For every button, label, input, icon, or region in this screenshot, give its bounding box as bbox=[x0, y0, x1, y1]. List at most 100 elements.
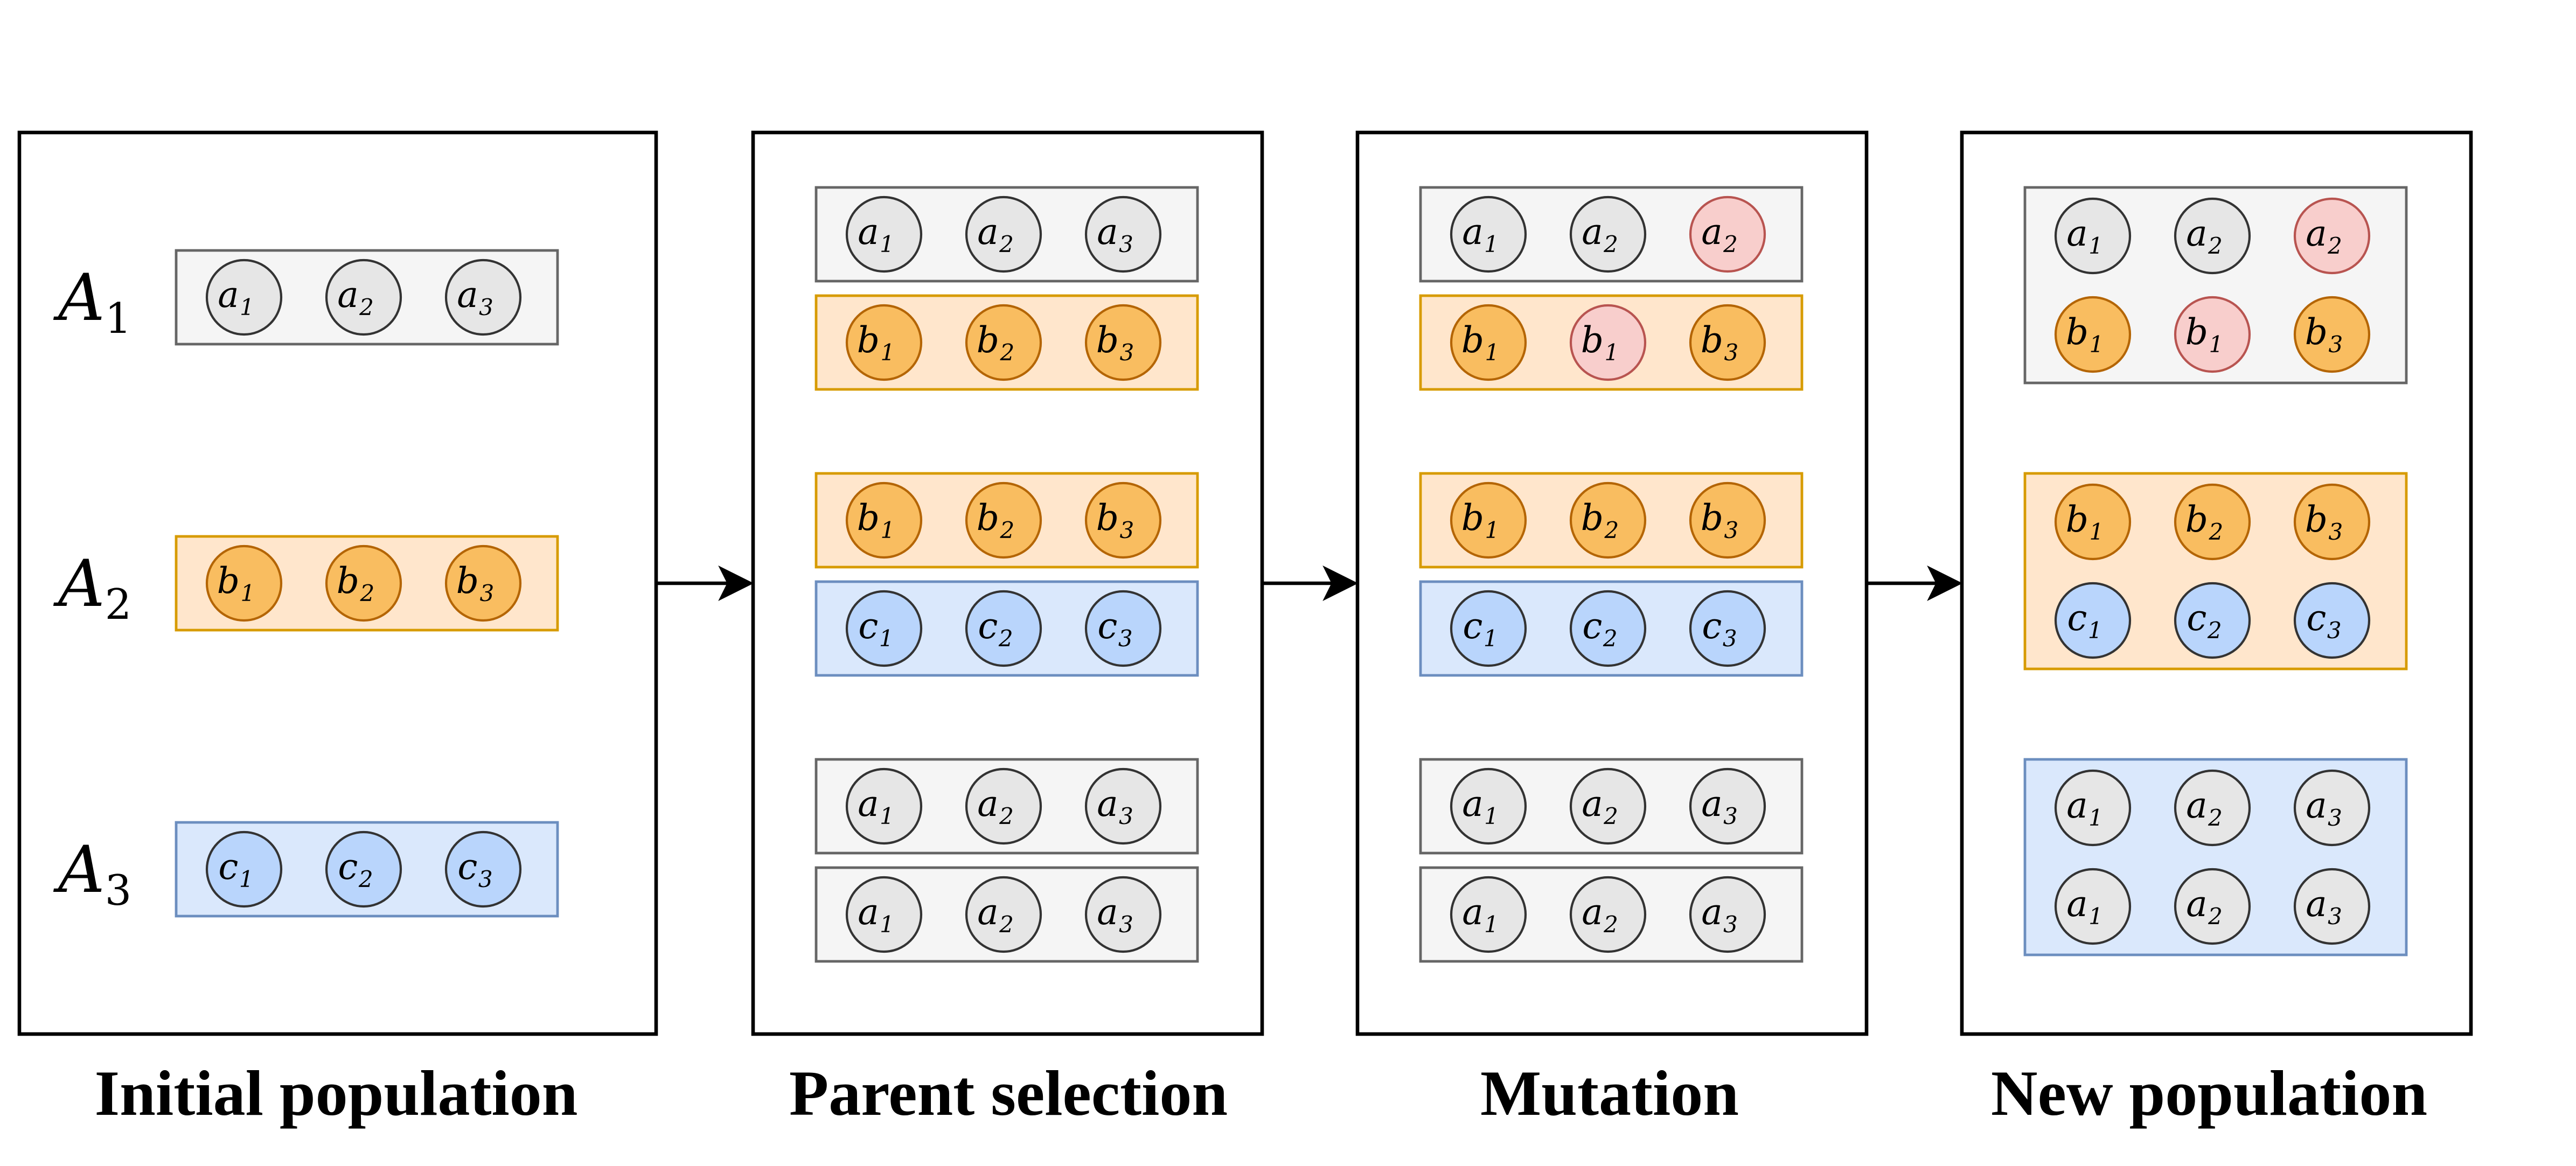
gene-subscript: 2 bbox=[1603, 911, 1618, 938]
gene-subscript: 3 bbox=[2328, 903, 2342, 930]
gene-subscript: 1 bbox=[241, 580, 255, 606]
gene-subscript: 3 bbox=[1120, 517, 1134, 543]
gene-label: c2 bbox=[2187, 597, 2222, 644]
gene-subscript: 1 bbox=[239, 866, 254, 892]
gene-circle bbox=[2054, 296, 2132, 373]
gene-circle bbox=[1689, 304, 1766, 381]
gene-label: b1 bbox=[1461, 319, 1499, 366]
gene-node: a1 bbox=[1450, 196, 1527, 273]
gene-node: a2 bbox=[1689, 196, 1766, 273]
gene-label: a1 bbox=[858, 211, 894, 257]
gene-node: a1 bbox=[845, 767, 923, 845]
gene-subscript: 2 bbox=[358, 866, 373, 892]
gene-circle bbox=[325, 259, 402, 336]
gene-circle bbox=[1689, 767, 1766, 845]
gene-subscript: 1 bbox=[880, 911, 894, 938]
gene-node: b3 bbox=[1084, 481, 1162, 559]
gene-subscript: 1 bbox=[1484, 231, 1499, 257]
gene-circle bbox=[2174, 582, 2251, 659]
gene-subscript: 1 bbox=[240, 294, 254, 320]
gene-circle bbox=[1450, 590, 1527, 667]
gene-node: c1 bbox=[1450, 590, 1527, 667]
gene-subscript: 2 bbox=[2207, 617, 2222, 644]
gene-node: a1 bbox=[1450, 876, 1527, 953]
gene-subscript: 3 bbox=[2329, 331, 2343, 358]
gene-label: b3 bbox=[1701, 497, 1738, 543]
gene-circle bbox=[1569, 876, 1647, 953]
panel-caption: Initial population bbox=[94, 1057, 577, 1129]
gene-subscript: 3 bbox=[1723, 625, 1737, 652]
gene-subscript: 2 bbox=[1603, 231, 1618, 257]
gene-node: a1 bbox=[2054, 197, 2132, 275]
gene-subscript: 1 bbox=[1605, 339, 1619, 366]
gene-label: b1 bbox=[857, 497, 895, 543]
gene-node: c3 bbox=[1689, 590, 1766, 667]
gene-circle bbox=[1084, 767, 1162, 845]
gene-circle bbox=[1450, 304, 1527, 381]
gene-label: a1 bbox=[218, 274, 254, 320]
gene-node: b1 bbox=[2054, 296, 2132, 373]
gene-node: a3 bbox=[1084, 767, 1162, 845]
gene-subscript: 3 bbox=[2328, 805, 2342, 831]
gene-circle bbox=[444, 259, 522, 336]
gene-node: a1 bbox=[205, 259, 283, 336]
gene-subscript: 3 bbox=[2327, 617, 2342, 644]
gene-circle bbox=[2054, 483, 2132, 561]
gene-subscript: 2 bbox=[1000, 517, 1015, 543]
gene-label: a2 bbox=[1582, 783, 1618, 829]
gene-subscript: 1 bbox=[2090, 519, 2104, 545]
individual-label-subscript: 1 bbox=[105, 295, 132, 343]
gene-subscript: 3 bbox=[1119, 803, 1133, 829]
gene-node: a3 bbox=[1084, 196, 1162, 273]
gene-circle bbox=[845, 767, 923, 845]
gene-node: b3 bbox=[1084, 304, 1162, 381]
gene-subscript: 3 bbox=[1723, 803, 1738, 829]
gene-subscript: 1 bbox=[1484, 911, 1499, 938]
gene-node: c3 bbox=[2293, 582, 2371, 659]
gene-subscript: 3 bbox=[1724, 517, 1739, 543]
gene-circle bbox=[2174, 296, 2251, 373]
gene-circle bbox=[2293, 197, 2371, 275]
gene-node: b2 bbox=[2174, 483, 2251, 561]
gene-node: a2 bbox=[2293, 197, 2371, 275]
panel-caption: Parent selection bbox=[789, 1057, 1228, 1129]
gene-circle bbox=[1569, 196, 1647, 273]
gene-node: a1 bbox=[845, 876, 923, 953]
individual-label-subscript: 3 bbox=[105, 867, 132, 915]
gene-subscript: 3 bbox=[1724, 339, 1739, 366]
gene-node: c1 bbox=[2054, 582, 2132, 659]
gene-circle bbox=[845, 876, 923, 953]
gene-node: a3 bbox=[1689, 876, 1766, 953]
gene-subscript: 1 bbox=[881, 517, 895, 543]
gene-circle bbox=[2054, 582, 2132, 659]
gene-node: b3 bbox=[1689, 304, 1766, 381]
gene-circle bbox=[2293, 483, 2371, 561]
gene-node: b3 bbox=[2293, 296, 2371, 373]
gene-subscript: 2 bbox=[998, 625, 1013, 652]
gene-label: c1 bbox=[858, 605, 893, 652]
gene-subscript: 1 bbox=[2090, 331, 2104, 358]
gene-subscript: 2 bbox=[1000, 339, 1015, 366]
gene-node: b1 bbox=[2054, 483, 2132, 561]
gene-circle bbox=[2293, 296, 2371, 373]
gene-circle bbox=[2174, 483, 2251, 561]
gene-circle bbox=[444, 830, 522, 908]
gene-subscript: 3 bbox=[478, 866, 493, 892]
gene-subscript: 3 bbox=[2329, 519, 2343, 545]
gene-circle bbox=[845, 196, 923, 273]
gene-circle bbox=[965, 767, 1042, 845]
gene-node: b3 bbox=[1689, 481, 1766, 559]
gene-subscript: 1 bbox=[881, 339, 895, 366]
